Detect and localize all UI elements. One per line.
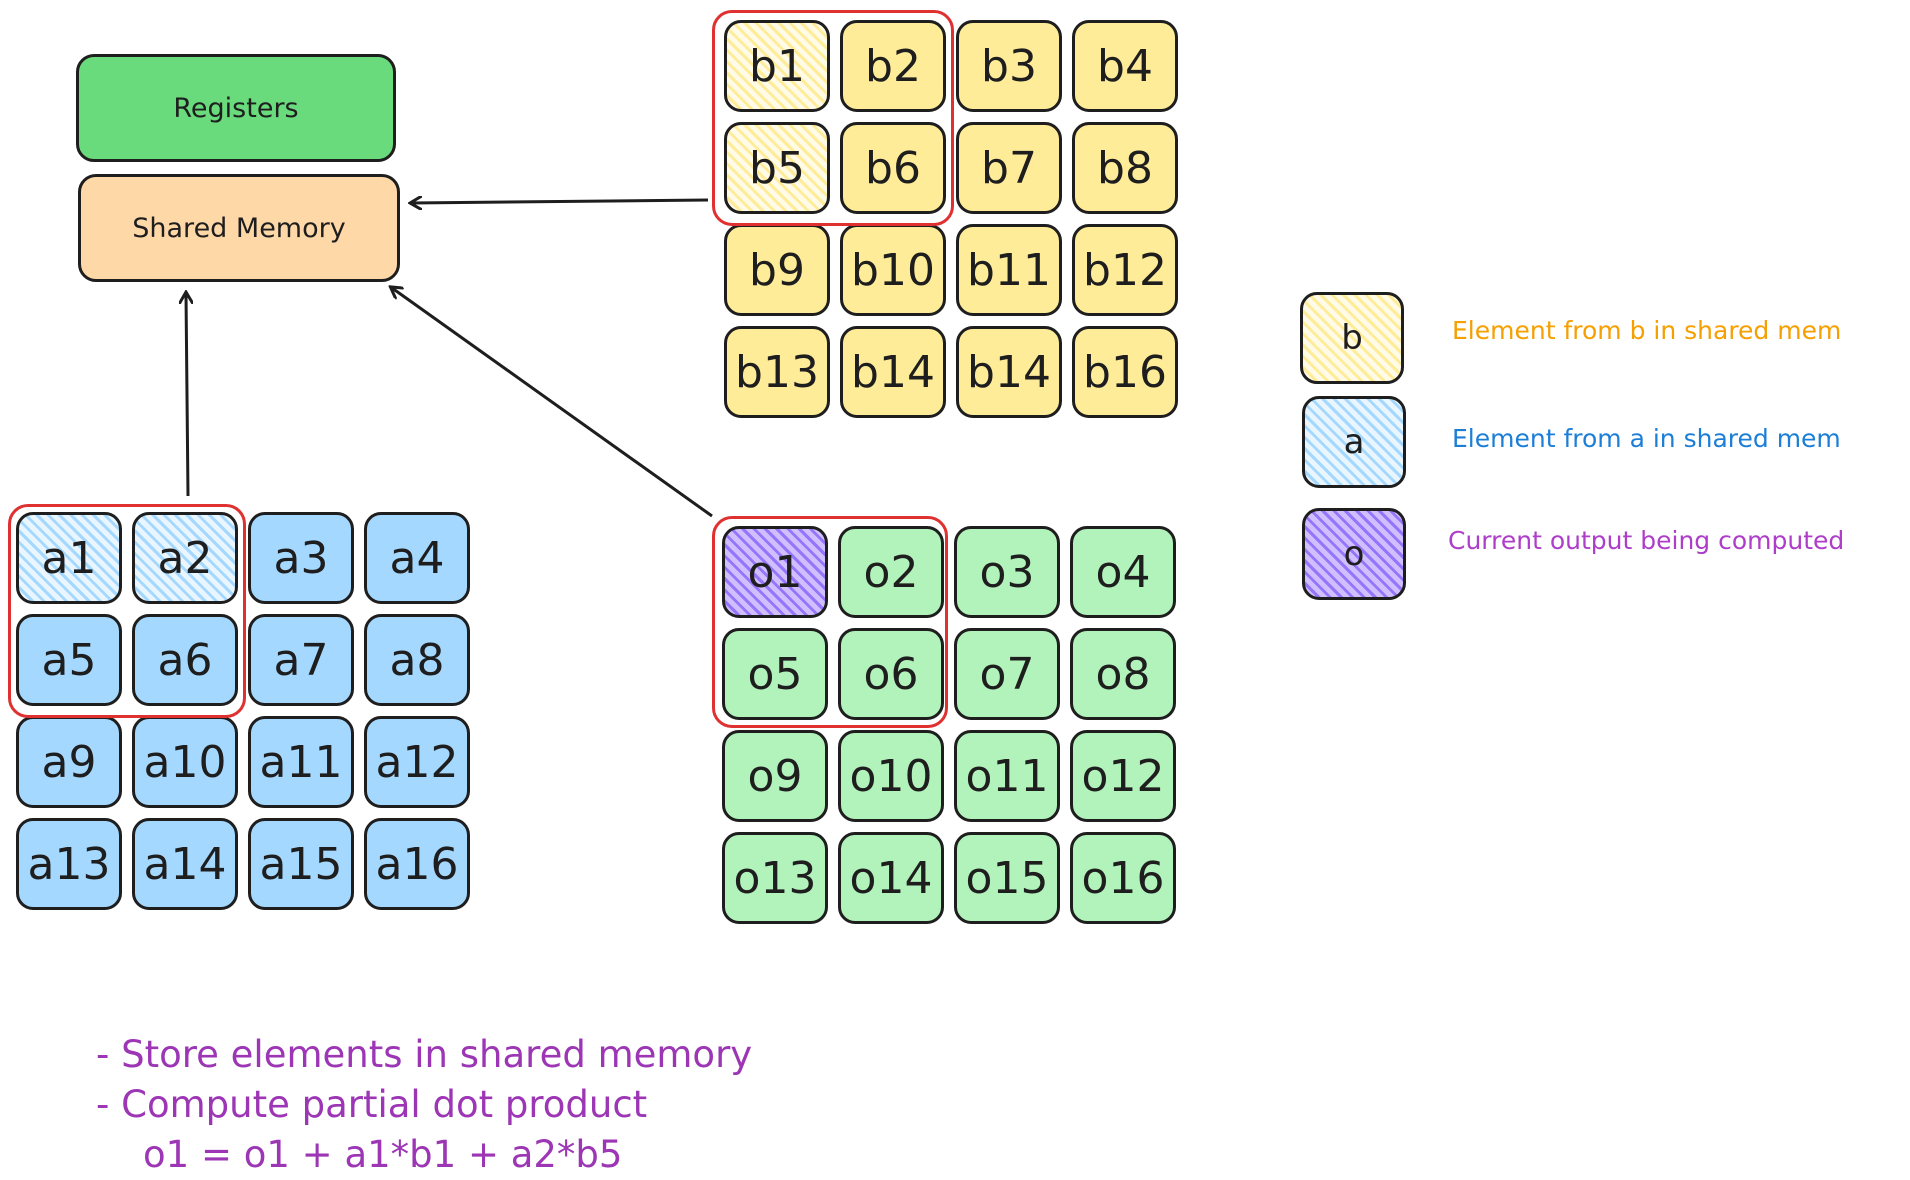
- b-cell: b6: [840, 122, 946, 214]
- a-cell: a10: [132, 716, 238, 808]
- o-cell: o14: [838, 832, 944, 924]
- legend-o-text: Current output being computed: [1448, 526, 1845, 555]
- legend-a-text: Element from a in shared mem: [1452, 424, 1841, 453]
- b-cell: b8: [1072, 122, 1178, 214]
- a-cell: a3: [248, 512, 354, 604]
- b-cell: b14: [956, 326, 1062, 418]
- a-cell: a14: [132, 818, 238, 910]
- legend-a-symbol: a: [1343, 422, 1365, 462]
- b-cell: b14: [840, 326, 946, 418]
- o-cell: o7: [954, 628, 1060, 720]
- shared-memory-box: Shared Memory: [78, 174, 400, 282]
- b-cell: b5: [724, 122, 830, 214]
- o-cell: o9: [722, 730, 828, 822]
- note-line-3: o1 = o1 + a1*b1 + a2*b5: [96, 1133, 623, 1176]
- legend-a-swatch: a: [1302, 396, 1406, 488]
- arrow-o-to-shared: [392, 288, 713, 518]
- o-cell: o13: [722, 832, 828, 924]
- o-cell: o5: [722, 628, 828, 720]
- registers-box: Registers: [76, 54, 396, 162]
- a-cell: a4: [364, 512, 470, 604]
- b-cell: b10: [840, 224, 946, 316]
- note-line-1: - Store elements in shared memory: [96, 1033, 753, 1076]
- a-cell: a2: [132, 512, 238, 604]
- a-cell: a16: [364, 818, 470, 910]
- legend-o-symbol: o: [1343, 534, 1365, 574]
- a-cell: a5: [16, 614, 122, 706]
- a-cell: a11: [248, 716, 354, 808]
- a-cell: a7: [248, 614, 354, 706]
- legend-b-swatch: b: [1300, 292, 1404, 384]
- b-cell: b3: [956, 20, 1062, 112]
- shared-memory-label: Shared Memory: [132, 212, 346, 244]
- legend-b-symbol: b: [1341, 318, 1363, 358]
- legend-b-text: Element from b in shared mem: [1452, 316, 1842, 345]
- b-cell: b1: [724, 20, 830, 112]
- arrow-b-to-shared: [412, 200, 709, 203]
- a-cell: a8: [364, 614, 470, 706]
- a-cell: a1: [16, 512, 122, 604]
- registers-label: Registers: [173, 92, 299, 124]
- o-cell: o8: [1070, 628, 1176, 720]
- o-cell: o2: [838, 526, 944, 618]
- note-line-2: - Compute partial dot product: [96, 1083, 648, 1126]
- o-cell: o15: [954, 832, 1060, 924]
- selection-o-tile: [712, 516, 948, 728]
- a-cell: a9: [16, 716, 122, 808]
- b-cell: b16: [1072, 326, 1178, 418]
- a-cell: a13: [16, 818, 122, 910]
- b-cell: b4: [1072, 20, 1178, 112]
- o-cell: o12: [1070, 730, 1176, 822]
- o-cell: o11: [954, 730, 1060, 822]
- o-cell: o10: [838, 730, 944, 822]
- b-cell: b7: [956, 122, 1062, 214]
- selection-b-tile: [712, 10, 954, 226]
- o-cell: o3: [954, 526, 1060, 618]
- b-cell: b11: [956, 224, 1062, 316]
- b-cell: b2: [840, 20, 946, 112]
- a-cell: a6: [132, 614, 238, 706]
- b-cell: b12: [1072, 224, 1178, 316]
- b-cell: b13: [724, 326, 830, 418]
- o-cell: o16: [1070, 832, 1176, 924]
- o-cell: o1: [722, 526, 828, 618]
- selection-a-tile: [8, 504, 246, 718]
- legend-o-swatch: o: [1302, 508, 1406, 600]
- o-cell: o6: [838, 628, 944, 720]
- o-cell: o4: [1070, 526, 1176, 618]
- a-cell: a12: [364, 716, 470, 808]
- notes: - Store elements in shared memory - Comp…: [96, 1030, 752, 1180]
- arrow-a-to-shared: [186, 294, 188, 497]
- a-cell: a15: [248, 818, 354, 910]
- b-cell: b9: [724, 224, 830, 316]
